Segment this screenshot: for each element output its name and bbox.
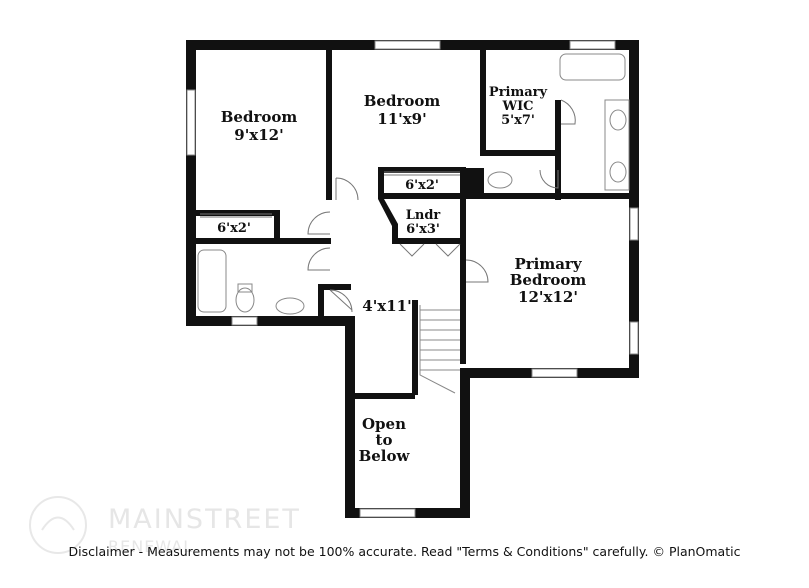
- hall-size: 4'x11': [362, 297, 411, 315]
- watermark-sub: RENEWAL: [108, 537, 193, 556]
- disclaimer-text: Disclaimer - Measurements may not be 100…: [68, 544, 741, 559]
- interior-walls: [196, 50, 638, 399]
- open-below-line1: Open: [362, 415, 406, 433]
- watermark-brand: MAINSTREET: [108, 504, 301, 535]
- primary-bedroom-name2: Bedroom: [510, 271, 587, 289]
- primary-bedroom-size: 12'x12': [518, 288, 578, 306]
- open-below-line2: to: [376, 431, 393, 449]
- bedroom-left-name: Bedroom: [221, 108, 298, 126]
- primary-bedroom-name1: Primary: [514, 255, 582, 273]
- primary-wic-size: 5'x7': [501, 113, 535, 128]
- doors: [200, 99, 576, 313]
- watermark-logo: MAINSTREET RENEWAL: [29, 496, 301, 556]
- primary-wic-name2: WIC: [501, 99, 533, 114]
- laundry-size: 6'x3': [406, 222, 440, 237]
- bedroom-top-name: Bedroom: [364, 92, 441, 110]
- bedroom-left-size: 9'x12': [234, 126, 283, 144]
- closet-left-size: 6'x2': [217, 221, 251, 236]
- windows: [186, 40, 639, 518]
- laundry-name: Lndr: [406, 208, 441, 223]
- primary-wic-name1: Primary: [489, 85, 548, 100]
- closet-mid-size: 6'x2': [405, 178, 439, 193]
- bedroom-top-size: 11'x9': [377, 110, 426, 128]
- fixtures: [197, 53, 630, 394]
- open-below-line3: Below: [359, 447, 411, 465]
